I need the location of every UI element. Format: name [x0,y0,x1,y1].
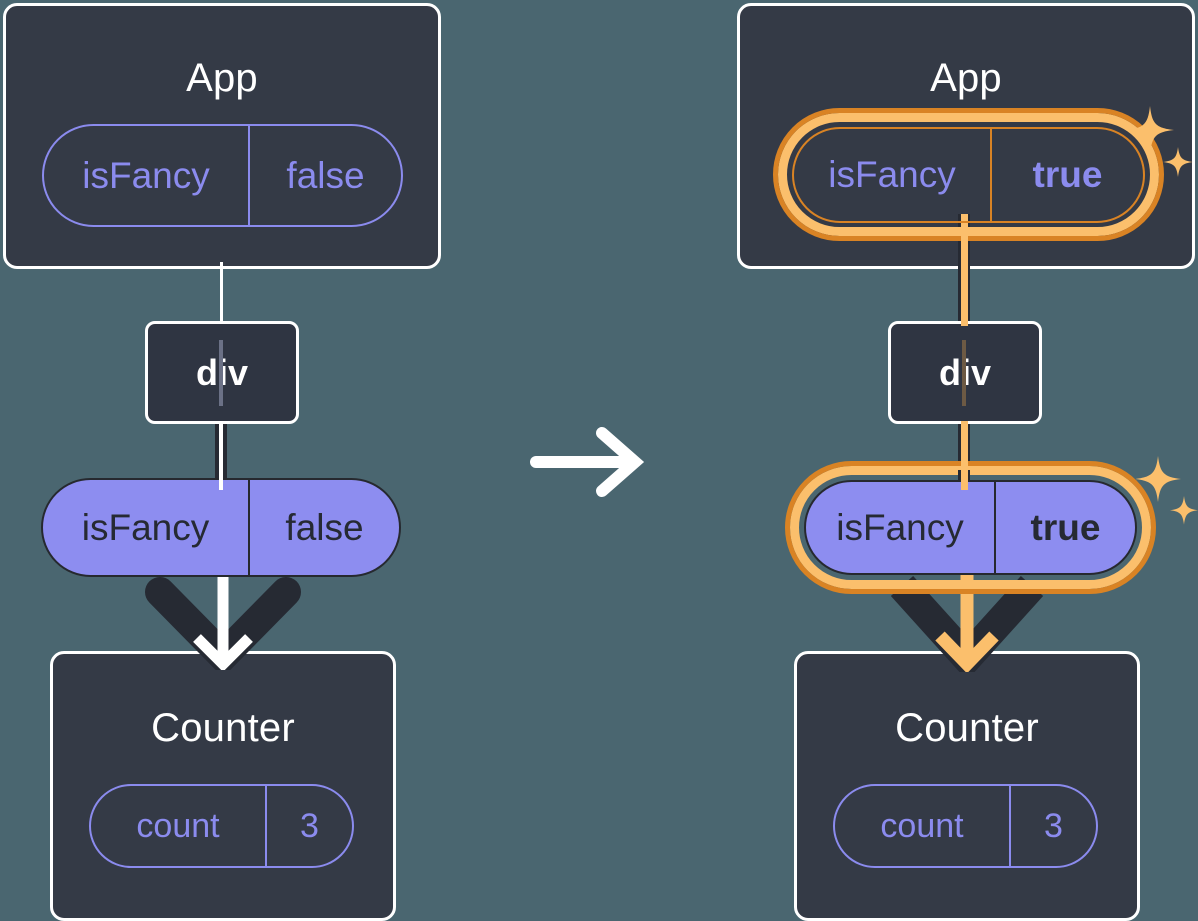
arrow-prop-to-counter-after [882,572,1052,672]
app-state-pill-before[interactable]: isFancy false [42,124,403,227]
connector-through-div-before [219,340,223,406]
app-state-key-after: isFancy [794,129,992,221]
counter-state-key-before: count [91,786,267,866]
counter-state-value-before: 3 [300,806,319,845]
app-state-key-before: isFancy [44,126,250,225]
app-state-pill-after[interactable]: isFancy true [792,127,1145,223]
connector-app-to-div-before [220,262,223,326]
counter-title-before: Counter [151,706,295,750]
app-title-before: App [186,56,258,100]
connector-prop-pass-core-after [961,470,968,490]
connector-through-div-after [962,340,966,406]
app-title-after: App [930,56,1002,100]
counter-state-pill-before[interactable]: count 3 [89,784,354,868]
prop-key-after: isFancy [806,482,996,573]
prop-value-before: false [285,506,364,548]
connector-div-to-prop-core-after [961,421,968,487]
prop-value-after: true [1030,506,1101,548]
counter-state-pill-after[interactable]: count 3 [833,784,1098,868]
arrow-prop-to-counter-before [140,570,306,670]
connector-app-to-div-core-after [961,214,968,326]
connector-prop-pass-core-before [219,470,223,490]
prop-key-before: isFancy [43,480,250,575]
app-state-value-after: true [1032,154,1103,195]
counter-state-value-after: 3 [1044,806,1063,845]
arrow-right-icon [530,427,645,497]
counter-state-key-after: count [835,786,1011,866]
prop-pill-before[interactable]: isFancy false [41,478,401,577]
app-state-value-before: false [286,154,365,196]
sparkle-icon-prop-after [1135,452,1198,534]
prop-pill-after[interactable]: isFancy true [804,480,1137,575]
counter-node-before: Counter [50,651,396,921]
transition-arrow [530,425,650,500]
counter-title-after: Counter [895,706,1039,750]
connector-div-to-prop-core-before [219,421,223,487]
sparkle-icon-app-after [1126,102,1196,187]
